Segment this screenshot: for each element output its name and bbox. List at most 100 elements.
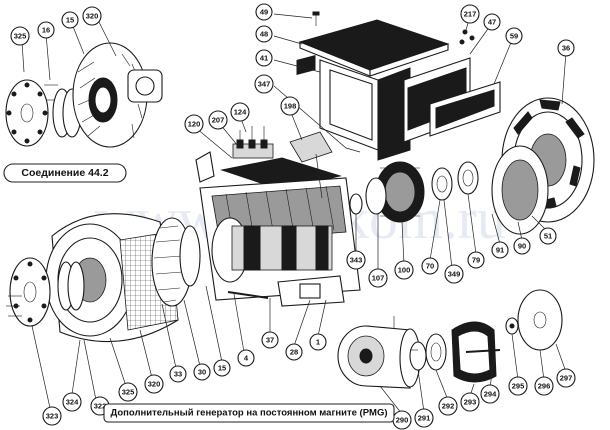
svg-text:124: 124 [234, 108, 247, 117]
callout-100: 100 [394, 260, 414, 280]
svg-text:15: 15 [218, 364, 226, 373]
callout-293: 293 [460, 392, 480, 412]
terminal-box-assembly [220, 11, 501, 191]
svg-text:294: 294 [484, 390, 497, 399]
callout-30: 30 [193, 363, 211, 381]
callout-296: 296 [534, 376, 554, 396]
svg-text:36: 36 [562, 44, 570, 53]
svg-text:320: 320 [148, 380, 161, 389]
svg-text:320: 320 [86, 12, 99, 21]
callout-320-top: 320 [82, 6, 102, 26]
callout-47: 47 [483, 13, 501, 31]
svg-text:49: 49 [260, 8, 268, 17]
svg-text:292: 292 [442, 402, 455, 411]
callout-15-top: 15 [61, 11, 79, 29]
callout-120: 120 [184, 114, 204, 134]
exciter-end-bracket [349, 97, 595, 235]
coupling-assembly [5, 42, 163, 148]
caption-pmg: Дополнительный генератор на постоянном м… [103, 403, 395, 423]
svg-text:323: 323 [46, 412, 59, 421]
svg-text:296: 296 [538, 382, 551, 391]
svg-text:33: 33 [174, 370, 182, 379]
callout-49: 49 [255, 3, 273, 21]
svg-text:322: 322 [94, 402, 107, 411]
callout-79: 79 [467, 251, 485, 269]
callout-325-bottom: 325 [118, 382, 138, 402]
callout-51: 51 [539, 227, 557, 245]
callout-36: 36 [557, 39, 575, 57]
svg-text:1: 1 [316, 338, 320, 347]
svg-text:Дополнительный генератор на по: Дополнительный генератор на постоянном м… [110, 408, 387, 419]
callout-70: 70 [421, 257, 439, 275]
pmg-assembly [337, 289, 563, 389]
main-stator-rotor [195, 151, 361, 307]
callout-28: 28 [285, 343, 303, 361]
drive-end-bracket [6, 213, 201, 343]
svg-text:70: 70 [426, 262, 434, 271]
callout-324: 324 [62, 392, 82, 412]
caption-connection: Соединение 44.2 [3, 163, 127, 183]
callout-291: 291 [414, 408, 434, 428]
svg-text:349: 349 [448, 270, 461, 279]
svg-text:16: 16 [42, 26, 50, 35]
svg-text:59: 59 [510, 32, 518, 41]
callout-295: 295 [508, 376, 528, 396]
svg-text:4: 4 [244, 354, 249, 363]
callout-33: 33 [169, 365, 187, 383]
callout-1: 1 [309, 333, 327, 351]
svg-text:15: 15 [66, 16, 74, 25]
callout-323: 323 [42, 406, 62, 426]
callout-320-bottom: 320 [144, 374, 164, 394]
svg-text:48: 48 [260, 30, 268, 39]
svg-text:107: 107 [372, 274, 385, 283]
svg-text:30: 30 [198, 368, 206, 377]
callout-37: 37 [261, 331, 279, 349]
svg-text:47: 47 [488, 18, 496, 27]
svg-text:100: 100 [398, 266, 411, 275]
svg-text:79: 79 [472, 256, 480, 265]
callout-124: 124 [230, 102, 250, 122]
svg-text:51: 51 [544, 232, 552, 241]
svg-text:290: 290 [396, 416, 409, 425]
callout-297: 297 [556, 368, 576, 388]
callout-91: 91 [491, 241, 509, 259]
svg-text:293: 293 [464, 398, 477, 407]
callout-290: 290 [392, 410, 412, 430]
svg-text:297: 297 [560, 374, 573, 383]
svg-text:325: 325 [122, 388, 135, 397]
callout-217: 217 [460, 4, 480, 24]
svg-text:28: 28 [290, 348, 298, 357]
svg-text:324: 324 [66, 398, 79, 407]
svg-text:37: 37 [266, 336, 274, 345]
callout-16: 16 [37, 21, 55, 39]
svg-text:90: 90 [518, 242, 526, 251]
callout-343: 343 [346, 250, 366, 270]
svg-text:347: 347 [258, 80, 271, 89]
svg-text:Соединение 44.2: Соединение 44.2 [21, 167, 108, 179]
callout-15-bottom: 15 [213, 359, 231, 377]
svg-text:291: 291 [418, 414, 431, 423]
callout-198: 198 [280, 96, 300, 116]
callout-59: 59 [505, 27, 523, 45]
callout-4: 4 [237, 349, 255, 367]
callout-90: 90 [513, 237, 531, 255]
leader-lines [21, 13, 567, 415]
svg-text:343: 343 [350, 256, 363, 265]
callout-349: 349 [444, 264, 464, 284]
callout-107: 107 [368, 268, 388, 288]
callout-207: 207 [208, 110, 228, 130]
svg-text:295: 295 [512, 382, 525, 391]
svg-text:41: 41 [260, 54, 268, 63]
callout-292: 292 [438, 396, 458, 416]
callout-48: 48 [255, 25, 273, 43]
callout-294: 294 [480, 384, 500, 404]
svg-text:217: 217 [464, 10, 477, 19]
callout-325-top: 325 [10, 26, 30, 46]
svg-text:120: 120 [188, 120, 201, 129]
callout-347: 347 [254, 74, 274, 94]
svg-text:91: 91 [496, 246, 504, 255]
svg-text:325: 325 [14, 32, 27, 41]
svg-text:207: 207 [212, 116, 225, 125]
svg-text:198: 198 [284, 102, 297, 111]
